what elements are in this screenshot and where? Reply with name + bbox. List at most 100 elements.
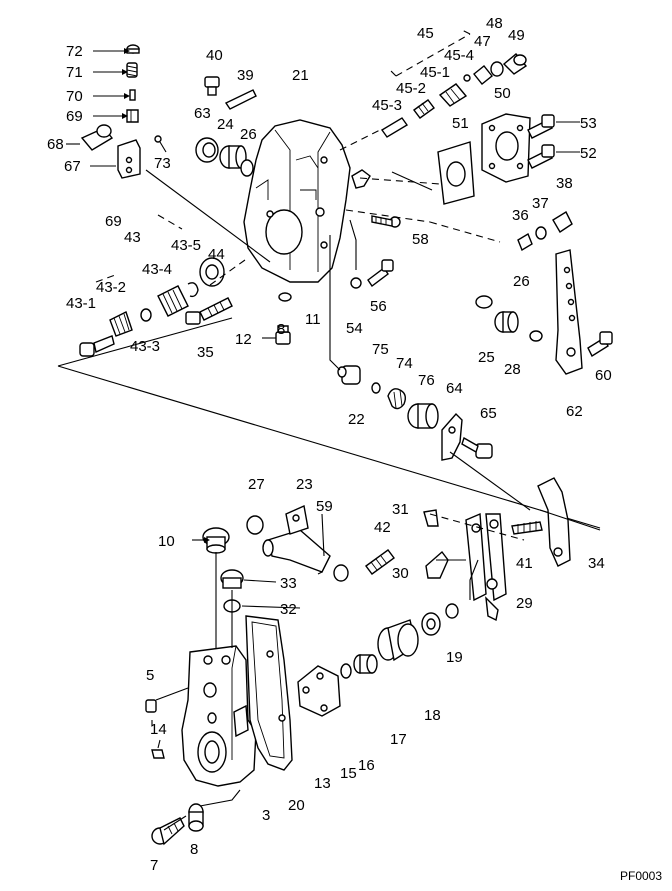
callout-54: 54 bbox=[346, 320, 363, 337]
part-13-flyweight-holder bbox=[297, 665, 341, 717]
callout-19: 19 bbox=[446, 649, 463, 666]
callout-17: 17 bbox=[390, 731, 407, 748]
part-27-ring-lower bbox=[333, 564, 349, 582]
callout-11: 11 bbox=[305, 311, 321, 328]
part-45-4-ring bbox=[463, 74, 471, 82]
callout-8: 8 bbox=[190, 841, 198, 858]
part-19-washer bbox=[445, 603, 459, 619]
part-33-plug bbox=[220, 569, 244, 589]
part-10-plug bbox=[202, 527, 230, 554]
callout-29: 29 bbox=[516, 595, 533, 612]
callout-64: 64 bbox=[446, 380, 463, 397]
callout-43: 43 bbox=[124, 229, 141, 246]
part-25-bushing bbox=[494, 311, 519, 333]
part-47-nut bbox=[473, 65, 493, 85]
callout-31: 31 bbox=[392, 501, 409, 518]
callout-63: 63 bbox=[194, 105, 211, 122]
callout-43-5: 43-5 bbox=[171, 237, 201, 254]
part-18-bearing bbox=[421, 612, 441, 636]
callout-36: 36 bbox=[512, 207, 529, 224]
part-65-bolt bbox=[461, 436, 493, 459]
callout-35: 35 bbox=[197, 344, 214, 361]
part-39-pin bbox=[224, 89, 257, 110]
part-73-screw bbox=[154, 135, 167, 153]
part-21-governor-housing bbox=[243, 119, 351, 283]
part-11-washer bbox=[278, 292, 292, 302]
part-56-bolt bbox=[367, 259, 394, 288]
part-42-spring bbox=[365, 549, 395, 575]
callout-37: 37 bbox=[532, 195, 549, 212]
part-48-washer bbox=[490, 61, 504, 77]
callout-20: 20 bbox=[288, 797, 305, 814]
part-43-5-clip bbox=[187, 282, 199, 298]
callout-45-1: 45-1 bbox=[420, 64, 450, 81]
callout-62: 62 bbox=[566, 403, 583, 420]
part-30-clip bbox=[425, 550, 449, 579]
callout-43-2: 43-2 bbox=[96, 279, 126, 296]
callout-7: 7 bbox=[150, 857, 158, 874]
callout-72: 72 bbox=[66, 43, 83, 60]
part-27-ring bbox=[246, 515, 264, 535]
callout-42: 42 bbox=[374, 519, 391, 536]
callout-3: 3 bbox=[262, 807, 270, 824]
callout-69: 69 bbox=[66, 108, 83, 125]
callout-25: 25 bbox=[478, 349, 495, 366]
callout-26: 26 bbox=[240, 126, 257, 143]
part-34-lever bbox=[537, 477, 571, 567]
part-75-ring bbox=[371, 382, 381, 394]
callout-13: 13 bbox=[314, 775, 331, 792]
callout-labels: 72 71 70 69 68 67 73 40 39 21 63 24 26 4… bbox=[47, 15, 612, 874]
callout-68: 68 bbox=[47, 136, 64, 153]
part-16-bushing bbox=[353, 654, 378, 674]
callout-8-upper: 8 bbox=[277, 321, 285, 338]
callout-28: 28 bbox=[504, 361, 521, 378]
callout-43-4: 43-4 bbox=[142, 261, 172, 278]
callout-44: 44 bbox=[208, 246, 225, 263]
callout-67: 67 bbox=[64, 158, 81, 175]
part-5-screw bbox=[145, 699, 157, 713]
part-7-bolt bbox=[151, 817, 185, 846]
callout-22: 22 bbox=[348, 411, 365, 428]
callout-74: 74 bbox=[396, 355, 413, 372]
part-50-plate bbox=[481, 113, 531, 183]
callout-50: 50 bbox=[494, 85, 511, 102]
callout-45-3: 45-3 bbox=[372, 97, 402, 114]
part-45-1-piston bbox=[438, 83, 468, 107]
callout-18: 18 bbox=[424, 707, 441, 724]
part-45-3-shaft bbox=[380, 117, 409, 138]
part-40-plug bbox=[204, 76, 220, 96]
callout-49: 49 bbox=[508, 27, 525, 44]
part-26-o-ring-right bbox=[475, 295, 493, 309]
callout-51: 51 bbox=[452, 115, 469, 132]
callout-32: 32 bbox=[280, 601, 297, 618]
part-64-bracket bbox=[441, 412, 463, 461]
part-26-o-ring bbox=[240, 159, 254, 177]
callout-24: 24 bbox=[217, 116, 234, 133]
callout-65: 65 bbox=[480, 405, 497, 422]
callout-10: 10 bbox=[158, 533, 175, 550]
callout-34: 34 bbox=[588, 555, 605, 572]
callout-43-1: 43-1 bbox=[66, 295, 96, 312]
part-14-key bbox=[151, 749, 165, 759]
callout-75: 75 bbox=[372, 341, 389, 358]
part-15-washer bbox=[340, 663, 352, 679]
part-74-spring bbox=[387, 388, 407, 410]
callout-43-3: 43-3 bbox=[130, 338, 160, 355]
callout-45-4: 45-4 bbox=[444, 47, 474, 64]
part-71-spring bbox=[126, 62, 138, 78]
callout-69b: 69 bbox=[105, 213, 122, 230]
callout-38: 38 bbox=[556, 175, 573, 192]
callout-39: 39 bbox=[237, 67, 254, 84]
callout-26-right: 26 bbox=[513, 273, 530, 290]
reference-code: PF0003 bbox=[620, 869, 662, 883]
part-72-cap bbox=[126, 44, 140, 54]
part-53-bolt bbox=[527, 114, 555, 139]
callout-5: 5 bbox=[146, 667, 154, 684]
callout-45-2: 45-2 bbox=[396, 80, 426, 97]
callout-14: 14 bbox=[150, 721, 167, 738]
part-51-gasket bbox=[437, 141, 475, 205]
part-43-1-bolt bbox=[79, 335, 115, 357]
callout-33: 33 bbox=[280, 575, 297, 592]
part-35-screw bbox=[185, 297, 233, 325]
